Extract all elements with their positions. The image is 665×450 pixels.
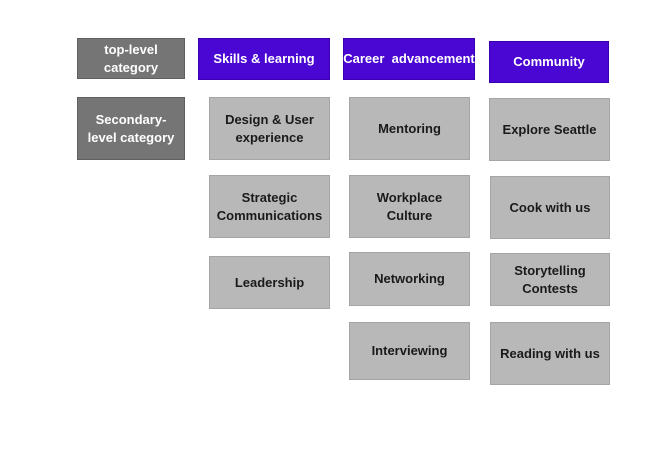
subcategory-leadership: Leadership xyxy=(209,256,330,309)
subcategory-label: Strategic Communications xyxy=(216,189,323,223)
category-title: Career advancement xyxy=(343,51,475,66)
category-skills-learning: Skills & learning xyxy=(198,38,330,80)
subcategory-explore-seattle: Explore Seattle xyxy=(489,98,610,161)
subcategory-label: Networking xyxy=(374,271,445,286)
subcategory-design-ux: Design & User experience xyxy=(209,97,330,160)
subcategory-label: Explore Seattle xyxy=(502,121,597,137)
subcategory-reading-with-us: Reading with us xyxy=(490,322,610,385)
subcategory-strategic-communications: Strategic Communications xyxy=(209,175,330,238)
category-community: Community xyxy=(489,41,609,83)
subcategory-label: Interviewing xyxy=(371,343,448,358)
subcategory-label: Storytelling Contests xyxy=(514,262,586,296)
subcategory-cook-with-us: Cook with us xyxy=(490,176,610,239)
legend-top-level-label: top-level category xyxy=(103,41,159,75)
subcategory-label: Design & User experience xyxy=(225,111,314,145)
subcategory-workplace-culture: Workplace Culture xyxy=(349,175,470,238)
category-title: Skills & learning xyxy=(213,51,315,66)
subcategory-label: Leadership xyxy=(234,274,305,290)
subcategory-interviewing: Interviewing xyxy=(349,322,470,380)
category-career-advancement: Career advancement xyxy=(343,38,475,80)
subcategory-label: Reading with us xyxy=(500,345,600,361)
subcategory-label: Cook with us xyxy=(509,199,591,215)
subcategory-networking: Networking xyxy=(349,252,470,306)
subcategory-storytelling-contests: Storytelling Contests xyxy=(490,253,610,306)
legend-secondary-level: Secondary-level category xyxy=(77,97,185,160)
legend-secondary-level-label: Secondary-level category xyxy=(87,111,175,145)
subcategory-label: Workplace Culture xyxy=(376,189,443,223)
category-title: Community xyxy=(513,54,585,69)
subcategory-label: Mentoring xyxy=(378,120,441,136)
legend-top-level: top-level category xyxy=(77,38,185,79)
subcategory-mentoring: Mentoring xyxy=(349,97,470,160)
